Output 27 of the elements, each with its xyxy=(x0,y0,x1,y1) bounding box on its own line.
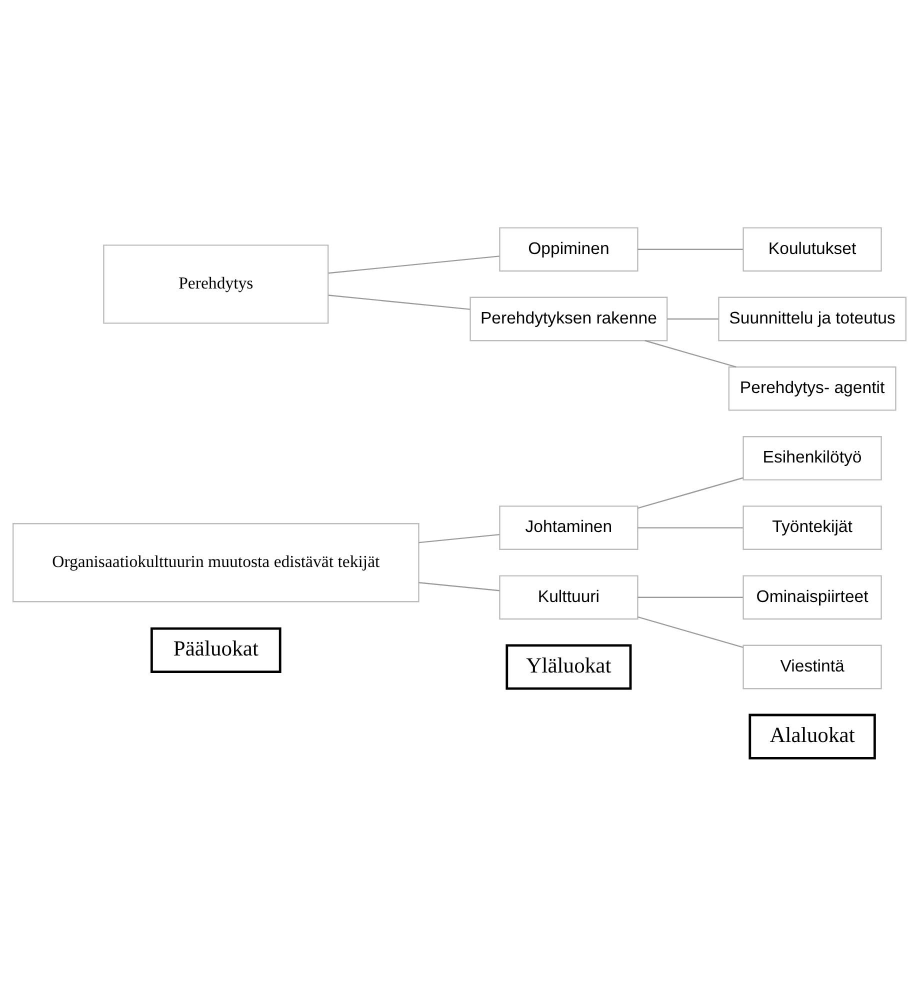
node-box: Alaluokat xyxy=(748,713,876,759)
node-box: Organisaatiokulttuurin muutosta edistävät tekijät xyxy=(12,522,420,602)
node-box: Pääluokat xyxy=(150,626,282,672)
connector xyxy=(638,526,743,528)
node-box: Perehdytyksen rakenne xyxy=(470,296,668,341)
node-box: Työntekijät xyxy=(742,505,882,550)
connector xyxy=(638,248,743,250)
connector xyxy=(667,318,718,320)
node-box: Suunnittelu ja toteutus xyxy=(718,296,906,341)
node-box: Perehdytys xyxy=(103,244,329,324)
connector xyxy=(328,255,500,274)
node-box: Viestintä xyxy=(742,644,882,689)
node-box: Ominaispiirteet xyxy=(742,574,882,620)
connector xyxy=(638,616,744,648)
connector xyxy=(418,533,500,543)
node-box: Johtaminen xyxy=(499,505,638,550)
node-box: Esihenkilötyö xyxy=(742,436,882,480)
node-box: Yläluokat xyxy=(506,644,632,690)
node-box: Kulttuuri xyxy=(499,574,638,620)
connector xyxy=(638,596,743,598)
node-box: Perehdytys- agentit xyxy=(728,366,896,410)
connector xyxy=(328,294,470,310)
node-box: Oppiminen xyxy=(499,226,638,272)
connector xyxy=(638,476,744,508)
connector xyxy=(418,582,500,591)
node-box: Koulutukset xyxy=(742,226,882,272)
connector xyxy=(644,340,736,368)
